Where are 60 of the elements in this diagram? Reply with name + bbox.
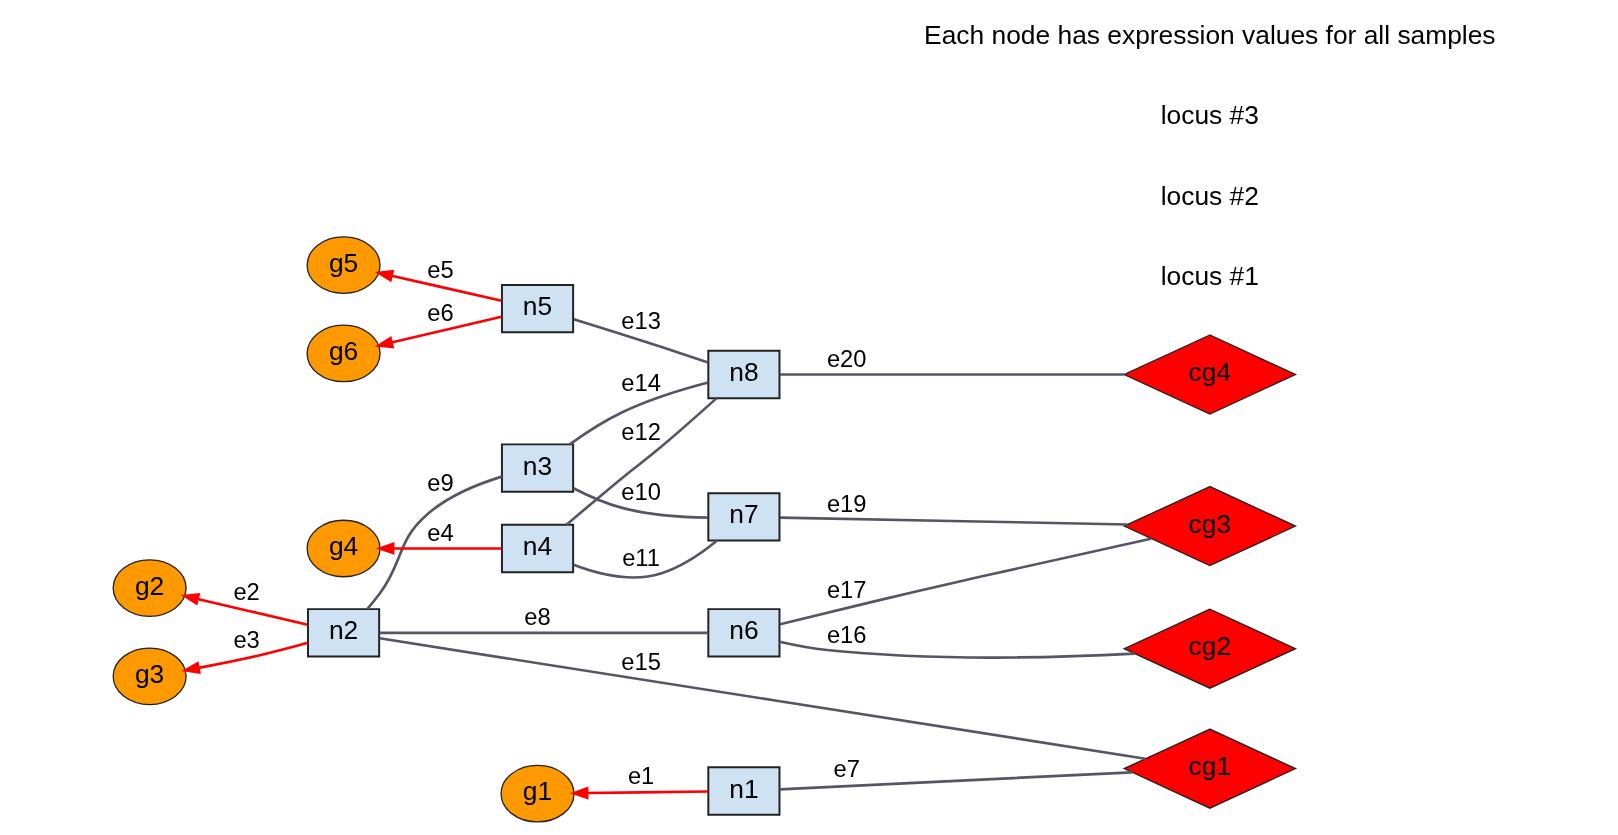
node-diamond: cg2: [1122, 608, 1297, 689]
arrow: [374, 315, 502, 349]
edge-label: e12: [620, 418, 661, 445]
edge-label: e13: [620, 307, 661, 334]
node-box: n6: [706, 608, 780, 658]
edge-label: e2: [232, 579, 260, 606]
connector: [572, 539, 718, 579]
arrow: [180, 592, 308, 627]
connector: [779, 537, 1151, 626]
node-ellipse: g3: [112, 647, 187, 706]
connector: [365, 475, 502, 610]
node-box: n7: [706, 492, 780, 542]
node-box: n4: [500, 523, 574, 574]
connector: [565, 397, 717, 526]
label: locus #2: [1160, 180, 1259, 211]
edge-label: e10: [620, 479, 661, 506]
node-ellipse: g2: [112, 559, 187, 617]
edge-label: e17: [826, 576, 866, 603]
node-box: n2: [306, 608, 380, 658]
node-box: n3: [500, 443, 574, 493]
edge-label: e7: [833, 756, 860, 783]
connector: [378, 637, 1146, 760]
node-box: n5: [500, 283, 574, 334]
connector: [572, 318, 708, 364]
edge-label: e9: [426, 470, 454, 497]
edge-label: e14: [620, 369, 661, 396]
connector: [779, 771, 1132, 791]
node-ellipse: g1: [499, 764, 575, 823]
edge-label: e16: [826, 621, 866, 648]
edge-label: e3: [232, 626, 260, 653]
connector: [778, 640, 1134, 659]
edge-label: e15: [620, 649, 661, 676]
edge-label: e8: [523, 604, 551, 631]
node-box: n8: [706, 349, 780, 400]
label: locus #1: [1160, 260, 1259, 291]
node-ellipse: g4: [305, 519, 381, 578]
connector: [572, 487, 708, 519]
node-diamond: cg1: [1122, 728, 1297, 809]
node-ellipse: g6: [305, 324, 381, 383]
connector: [379, 631, 708, 635]
connector: [779, 373, 1124, 376]
node-box: n1: [706, 766, 780, 816]
edge-label: e11: [621, 545, 660, 572]
node-ellipse: g5: [305, 236, 381, 295]
node-diamond: cg4: [1122, 334, 1297, 415]
arrow: [180, 641, 308, 675]
arrow: [375, 542, 502, 555]
connector: [568, 381, 708, 446]
arrow: [374, 269, 502, 303]
label: locus #3: [1160, 100, 1259, 131]
edge-label: e6: [426, 300, 454, 327]
edge-label: e5: [426, 256, 454, 283]
edge-label: e4: [426, 520, 454, 547]
edge-label: e20: [826, 346, 866, 373]
connector: [779, 516, 1127, 526]
node-diamond: cg3: [1122, 485, 1297, 567]
arrow: [569, 786, 708, 800]
edge-label: e1: [627, 762, 654, 789]
label: Each node has expression values for all samples: [923, 19, 1496, 50]
edge-label: e19: [826, 491, 866, 518]
